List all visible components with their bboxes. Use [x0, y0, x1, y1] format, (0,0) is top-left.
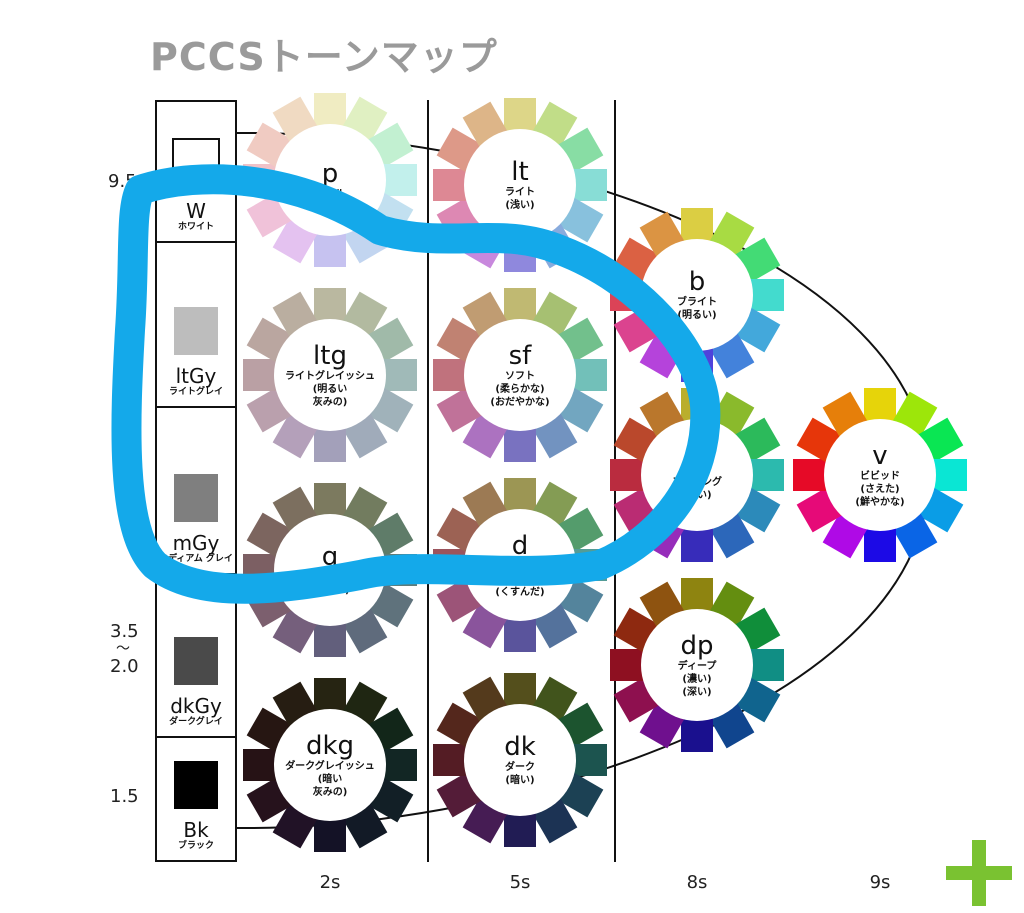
level-label: 〜: [116, 641, 130, 657]
tone-name: 灰みの): [312, 786, 348, 798]
gray-swatch: [174, 307, 218, 355]
tone-name: ビビッド: [860, 470, 900, 482]
tone-abbr: lt: [511, 157, 529, 187]
tone-name: ライト: [505, 187, 535, 198]
tone-name: (さえた): [860, 483, 900, 495]
tone-name: (鮮やかな): [855, 496, 905, 508]
gray-swatch: [172, 138, 220, 190]
gray-name: mGy: [172, 531, 220, 555]
tone-name: (明るい): [677, 310, 717, 321]
tone-name: ダル: [510, 560, 530, 572]
tone-abbr: dk: [504, 732, 536, 762]
level-label: 1.5: [110, 786, 139, 807]
gray-name: Bk: [183, 818, 209, 842]
gray-name: dkGy: [170, 694, 222, 718]
tone-name: (濃い): [682, 673, 712, 685]
tone-abbr: dkg: [305, 730, 355, 761]
tone-name: ブライト: [677, 297, 717, 308]
gray-sub-label: ホワイト: [177, 222, 214, 232]
tone-abbr: ltg: [313, 340, 347, 371]
tone-name: グレイッシュ: [300, 572, 360, 583]
saturation-label: 2s: [319, 872, 341, 893]
saturation-label: 5s: [509, 872, 531, 893]
level-label: 2.0: [110, 656, 139, 677]
tone-name: (にぶい): [500, 573, 540, 585]
tone-abbr: s: [690, 447, 704, 477]
tone-abbr: sf: [508, 340, 532, 371]
gray-name: ltGy: [175, 364, 217, 388]
tone-name: ソフト: [505, 370, 535, 382]
tone-name: (柔らかな): [495, 383, 545, 395]
gray-swatch: [174, 637, 218, 685]
gray-sub-label: ダークグレイ: [169, 717, 223, 727]
tone-abbr: g: [321, 542, 339, 572]
tone-name: (明るい: [312, 383, 348, 395]
tone-name: (強い): [682, 490, 712, 501]
tone-name: 灰みの): [312, 396, 348, 408]
saturation-label: 9s: [869, 872, 891, 893]
tone-abbr: dp: [680, 630, 714, 661]
level-label: 9.5: [108, 171, 137, 192]
tone-name: (おだやかな): [490, 396, 550, 408]
tone-name: (浅い): [505, 200, 535, 211]
gray-sub-label: ブラック: [177, 841, 214, 851]
tone-abbr: v: [872, 440, 888, 471]
tone-name: ダーク: [505, 762, 535, 773]
gray-swatch: [174, 761, 218, 809]
add-icon[interactable]: [946, 840, 1012, 906]
gray-sub-label: ミディアム グレイ: [159, 554, 233, 564]
tone-abbr: p: [321, 158, 339, 189]
tone-abbr: b: [688, 267, 706, 297]
tone-name: ディープ: [677, 660, 717, 672]
tone-name: ペール: [315, 188, 345, 200]
tone-name: (灰みの): [310, 585, 350, 596]
page-title: PCCSトーンマップ: [150, 35, 498, 79]
tone-name: (暗い): [505, 775, 535, 786]
tone-name: ライトグレイッシュ: [285, 370, 375, 382]
gray-swatch: [174, 474, 218, 522]
level-label: 3.5: [110, 621, 139, 642]
gray-sub-label: ライトグレイ: [168, 387, 223, 397]
gray-name: W: [186, 199, 206, 223]
tone-name: (くすんだ): [495, 586, 545, 598]
saturation-label: 8s: [686, 872, 708, 893]
tone-abbr: d: [511, 530, 529, 561]
tone-name: (暗い: [317, 773, 343, 785]
tone-name: ストロング: [672, 477, 722, 488]
tone-name: ダークグレイッシュ: [285, 760, 375, 772]
tone-name: (深い): [682, 686, 712, 698]
